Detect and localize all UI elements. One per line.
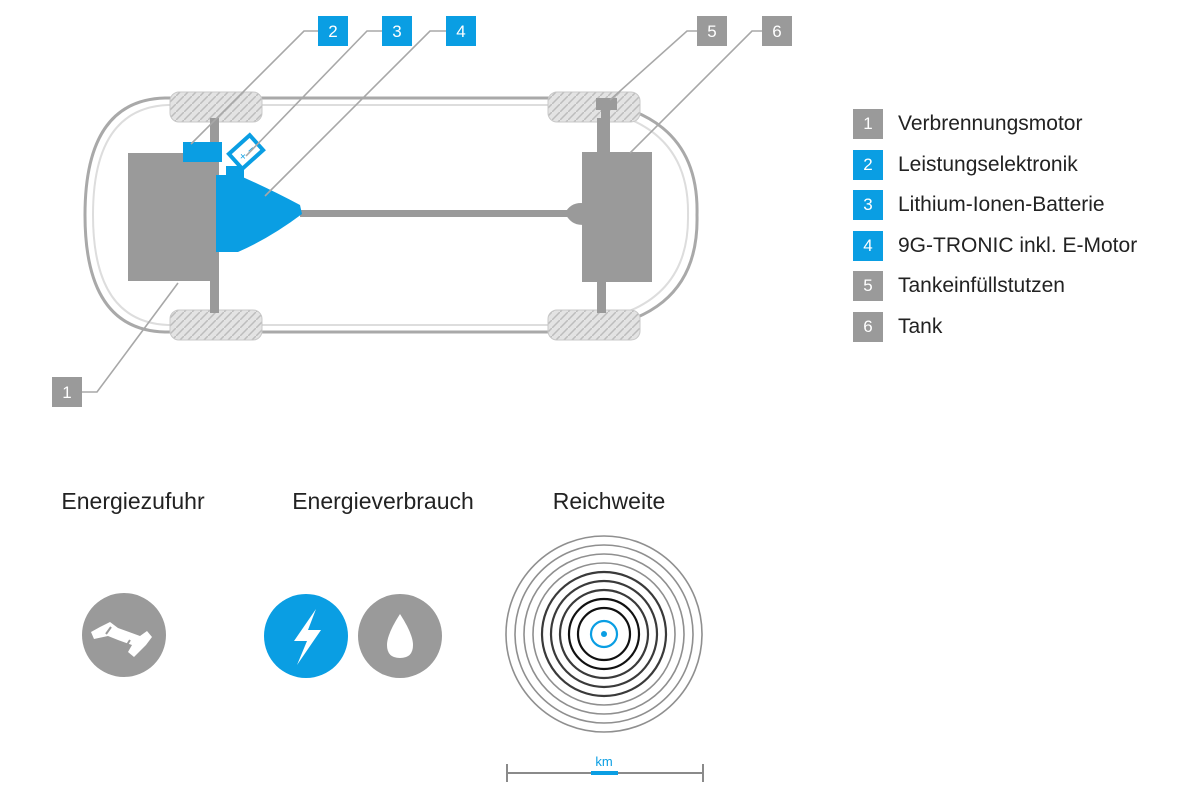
- energy-consumption-title: Energieverbrauch: [292, 488, 474, 514]
- callout-number-3: 3: [392, 22, 401, 41]
- range-rings-icon: [505, 535, 703, 733]
- wheel-rear-right: [547, 309, 641, 341]
- wheel-rear-left: [547, 91, 641, 123]
- fuel-filler-cap: [596, 98, 617, 110]
- legend-badge-3: 3: [853, 190, 883, 221]
- combustion-engine: [128, 153, 216, 281]
- range-unit-label: km: [595, 754, 612, 769]
- leader-line-1: [82, 282, 179, 393]
- wheel-front-left: [169, 91, 263, 123]
- callout-number-1: 1: [62, 383, 71, 402]
- callout-number-5: 5: [707, 22, 716, 41]
- lithium-ion-battery: + −: [226, 132, 266, 172]
- legend-label-2: Leistungselektronik: [898, 152, 1078, 176]
- lightning-bolt-icon: [264, 594, 348, 678]
- callout-badge-3: 3: [382, 16, 412, 46]
- fuel-nozzle-icon: [82, 593, 166, 677]
- legend-badge-2: 2: [853, 149, 883, 180]
- leader-line-6: [629, 30, 762, 154]
- legend-item-4: 4 9G-TRONIC inkl. E-Motor: [853, 226, 1137, 267]
- range-title: Reichweite: [552, 488, 666, 514]
- range-scale: km: [506, 754, 704, 782]
- legend-label-1: Verbrennungsmotor: [898, 112, 1083, 136]
- transmission-with-e-motor: [216, 175, 302, 252]
- fuel-drop-icon: [358, 594, 442, 678]
- legend-badge-6: 6: [853, 311, 883, 342]
- legend-label-3: Lithium-Ionen-Batterie: [898, 193, 1105, 217]
- callout-badge-1: 1: [52, 377, 82, 407]
- legend-label-4: 9G-TRONIC inkl. E-Motor: [898, 233, 1138, 257]
- legend-item-2: 2 Leistungselektronik: [853, 145, 1137, 186]
- energy-supply-title: Energiezufuhr: [61, 488, 205, 514]
- leader-line-3: [245, 30, 382, 157]
- leader-line-4: [264, 30, 446, 197]
- callout-number-6: 6: [772, 22, 781, 41]
- fuel-tank: [582, 152, 652, 282]
- legend-item-1: 1 Verbrennungsmotor: [853, 104, 1137, 145]
- callout-number-2: 2: [328, 22, 337, 41]
- power-electronics: [183, 142, 222, 162]
- legend-badge-1: 1: [853, 109, 883, 140]
- fuel-filler-pipe: [601, 110, 610, 152]
- callout-badge-6: 6: [762, 16, 792, 46]
- legend-label-6: Tank: [898, 314, 943, 338]
- drive-shaft: [300, 210, 570, 217]
- callout-badge-2: 2: [318, 16, 348, 46]
- legend-badge-4: 4: [853, 230, 883, 261]
- legend-item-6: 6 Tank: [853, 307, 1137, 348]
- legend-item-5: 5 Tankeinfüllstutzen: [853, 266, 1137, 307]
- leader-line-2: [190, 30, 318, 145]
- wheel-front-right: [169, 309, 263, 341]
- callout-number-4: 4: [456, 22, 465, 41]
- component-legend: 1 Verbrennungsmotor 2 Leistungselektroni…: [853, 104, 1137, 347]
- legend-label-5: Tankeinfüllstutzen: [898, 274, 1065, 298]
- legend-item-3: 3 Lithium-Ionen-Batterie: [853, 185, 1137, 226]
- callout-badges: 1 2 3 4 5 6: [52, 16, 792, 407]
- callout-badge-5: 5: [697, 16, 727, 46]
- callout-badge-4: 4: [446, 16, 476, 46]
- legend-badge-5: 5: [853, 271, 883, 302]
- leader-line-5: [609, 30, 697, 101]
